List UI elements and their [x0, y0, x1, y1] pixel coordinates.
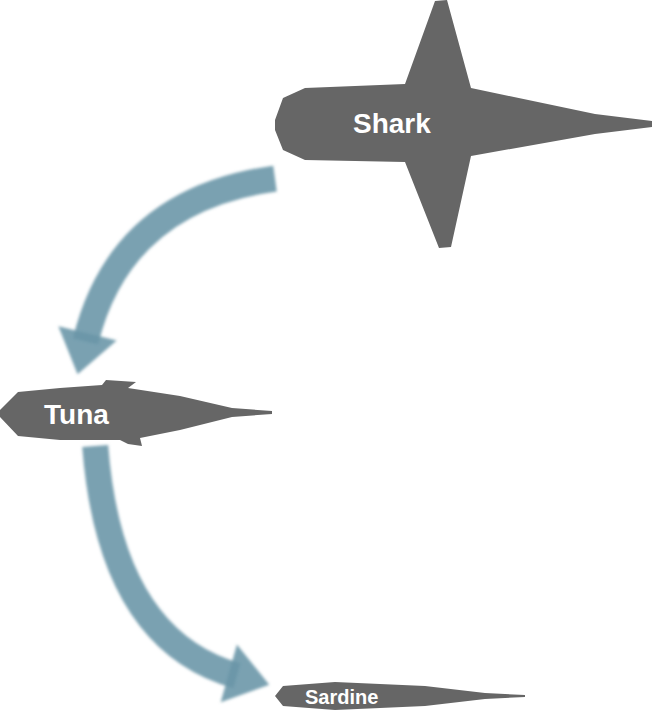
- fish-label: Sardine: [305, 686, 378, 708]
- arrow-shaft: [86, 179, 275, 342]
- fish-node: Sardine: [275, 680, 525, 712]
- arrow-head: [58, 326, 116, 374]
- curved-arrow: [95, 446, 269, 702]
- fish-node: Tuna: [0, 380, 272, 446]
- fish-label: Shark: [353, 109, 431, 140]
- fish-silhouette: [275, 0, 652, 248]
- fish-label: Tuna: [44, 400, 109, 431]
- arrow-shaft: [95, 446, 237, 676]
- fish-silhouette: [0, 380, 272, 446]
- arrow-head: [221, 645, 270, 703]
- tuna-shape: [0, 380, 272, 446]
- fish-node: Shark: [275, 0, 653, 248]
- curved-arrow: [58, 179, 275, 375]
- fish-silhouette: [275, 682, 525, 710]
- shark-shape: [275, 0, 653, 248]
